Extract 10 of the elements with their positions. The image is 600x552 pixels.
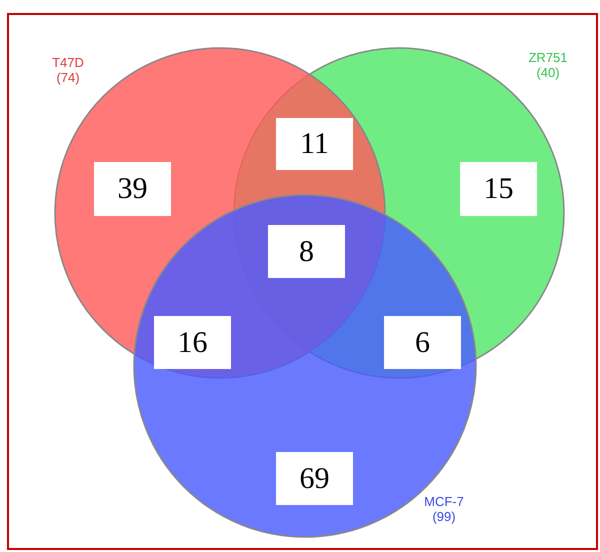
region-count: 16 [154, 316, 231, 369]
set-label: MCF-7 (99) [423, 494, 465, 524]
region-count: 39 [94, 162, 171, 216]
region-count: 6 [384, 316, 461, 369]
set-label: ZR751 (40) [527, 50, 569, 80]
set-label: T47D (74) [51, 55, 85, 85]
region-count: 11 [276, 118, 353, 170]
region-count: 69 [276, 452, 353, 505]
region-count: 8 [268, 225, 345, 278]
region-count: 15 [460, 162, 537, 216]
